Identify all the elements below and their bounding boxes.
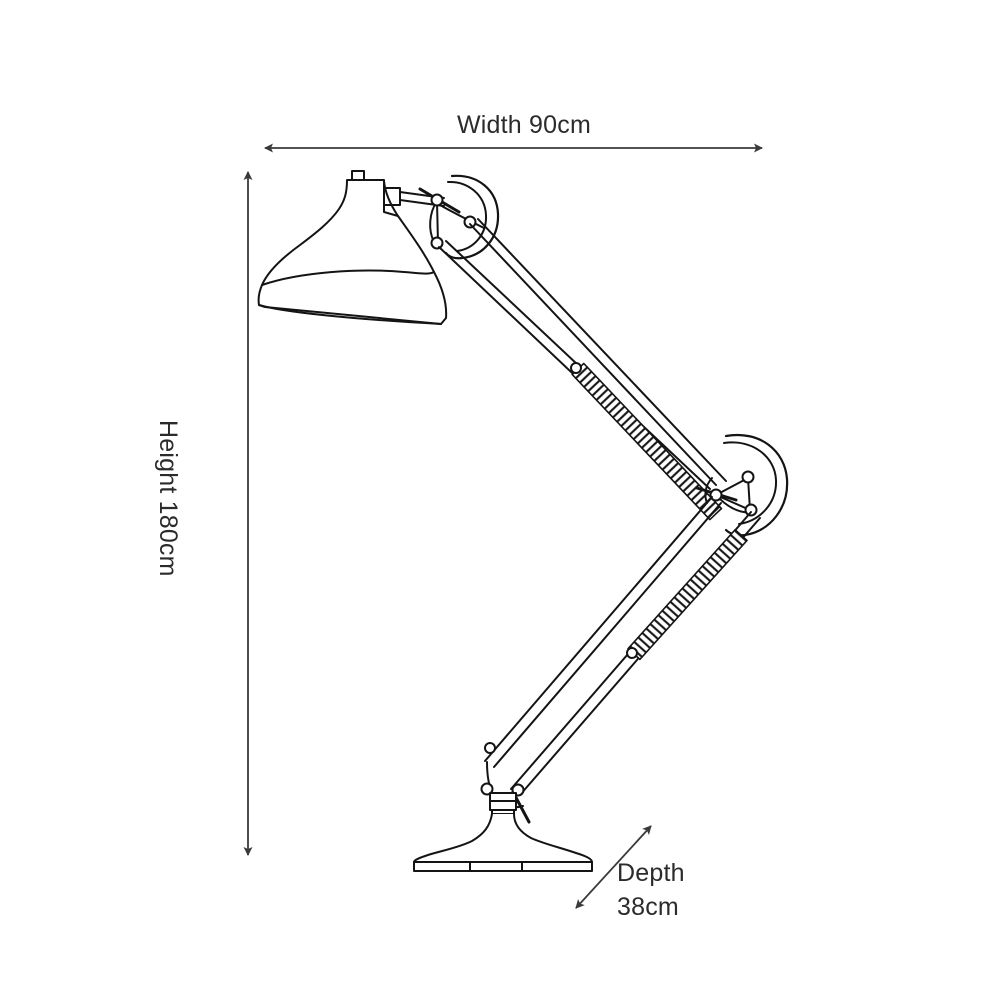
top-pivot-spring-anchor xyxy=(463,215,477,229)
dimension-lines xyxy=(243,143,763,909)
lower-arm-spring xyxy=(484,528,748,754)
depth-dimension-label: Depth 38cm xyxy=(617,856,685,924)
lamp-illustration xyxy=(257,170,789,872)
upper-arm-spring xyxy=(570,362,723,521)
base-pivot-left xyxy=(480,782,494,796)
middle-plate-triangle xyxy=(715,477,751,511)
top-pivot-lower xyxy=(430,236,444,250)
middle-joint-assembly xyxy=(695,433,789,537)
lower-arm-rail-inner-top xyxy=(484,496,713,762)
middle-pivot-right xyxy=(744,503,758,517)
top-joint-bracket-inner xyxy=(447,180,488,252)
middle-pivot-top xyxy=(741,470,755,484)
base-rim-plate xyxy=(413,861,593,872)
lower-arm xyxy=(484,496,761,796)
lamp-shade xyxy=(257,170,448,325)
shade-top-knob xyxy=(351,170,365,181)
depth-label-line1: Depth xyxy=(617,859,685,887)
width-dimension-label: Width 90cm xyxy=(457,111,591,139)
middle-pivot-left xyxy=(709,488,723,502)
top-joint-bracket-outer xyxy=(444,174,500,260)
shade-opening-ellipse xyxy=(258,304,442,325)
upper-arm-rail-outer-bottom xyxy=(477,218,727,482)
upper-spring-eye xyxy=(570,362,582,374)
lower-spring-eye-top xyxy=(626,647,638,659)
lamp-base xyxy=(413,813,593,872)
depth-dimension-line xyxy=(575,825,652,909)
depth-label-line2: 38cm xyxy=(617,893,679,921)
shade-collar xyxy=(383,187,401,206)
top-joint-plate-bar xyxy=(436,201,439,244)
upper-arm xyxy=(438,218,727,495)
shade-inner-curve xyxy=(261,269,435,286)
upper-spring-coil xyxy=(571,362,723,521)
upper-arm-rail-outer-top xyxy=(469,223,717,486)
height-dimension-label: Height 180cm xyxy=(154,420,182,577)
base-joint-assembly xyxy=(480,761,531,824)
middle-disc-inner xyxy=(723,441,778,525)
lower-spring-eye-bottom xyxy=(484,742,496,754)
top-joint-assembly xyxy=(418,174,500,260)
top-pivot-upper xyxy=(430,193,444,207)
base-dome-outline xyxy=(413,813,593,863)
lower-arm-rail-inner-bottom xyxy=(493,502,722,768)
top-joint-inner-arc xyxy=(439,204,485,229)
shade-neck-right xyxy=(383,180,399,217)
lower-spring-coil xyxy=(627,528,748,661)
